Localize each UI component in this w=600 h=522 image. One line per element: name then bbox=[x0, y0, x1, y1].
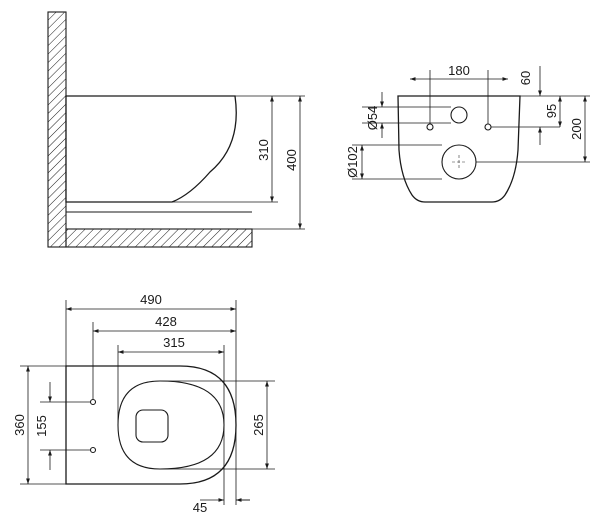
dim-bolt-to-front: 428 bbox=[155, 314, 177, 329]
inlet-hole bbox=[450, 106, 468, 124]
top-view: 490 428 315 45 360 155 265 bbox=[12, 292, 275, 515]
bowl-opening bbox=[135, 409, 169, 443]
toilet-bowl-side bbox=[65, 95, 237, 203]
dim-bolt-offset: 45 bbox=[193, 500, 207, 515]
dim-projection: 490 bbox=[140, 292, 162, 307]
dim-total-height: 400 bbox=[284, 149, 299, 171]
rear-view: 180 60 95 200 Ø54 Ø102 bbox=[345, 63, 590, 203]
wall-section bbox=[47, 11, 67, 248]
dim-bolt-spacing: 180 bbox=[448, 63, 470, 78]
dim-outlet-height: 200 bbox=[569, 118, 584, 140]
dim-top-offset: 60 bbox=[518, 71, 533, 85]
dim-bowl-height: 310 bbox=[256, 139, 271, 161]
dim-inlet-diameter: Ø54 bbox=[365, 106, 380, 131]
floor-section bbox=[65, 228, 253, 248]
dim-inlet-height: 95 bbox=[544, 104, 559, 118]
dim-overall-width: 360 bbox=[12, 414, 27, 436]
mounting-hole-bottom bbox=[89, 446, 97, 454]
toilet-body-rear bbox=[397, 95, 521, 203]
side-view: 310 400 bbox=[47, 11, 305, 248]
toilet-body-top bbox=[65, 365, 237, 485]
dim-seat-length: 315 bbox=[163, 335, 185, 350]
dim-outlet-diameter: Ø102 bbox=[345, 146, 360, 178]
dim-mounting-spacing: 155 bbox=[34, 415, 49, 437]
dim-seat-width: 265 bbox=[251, 414, 266, 436]
